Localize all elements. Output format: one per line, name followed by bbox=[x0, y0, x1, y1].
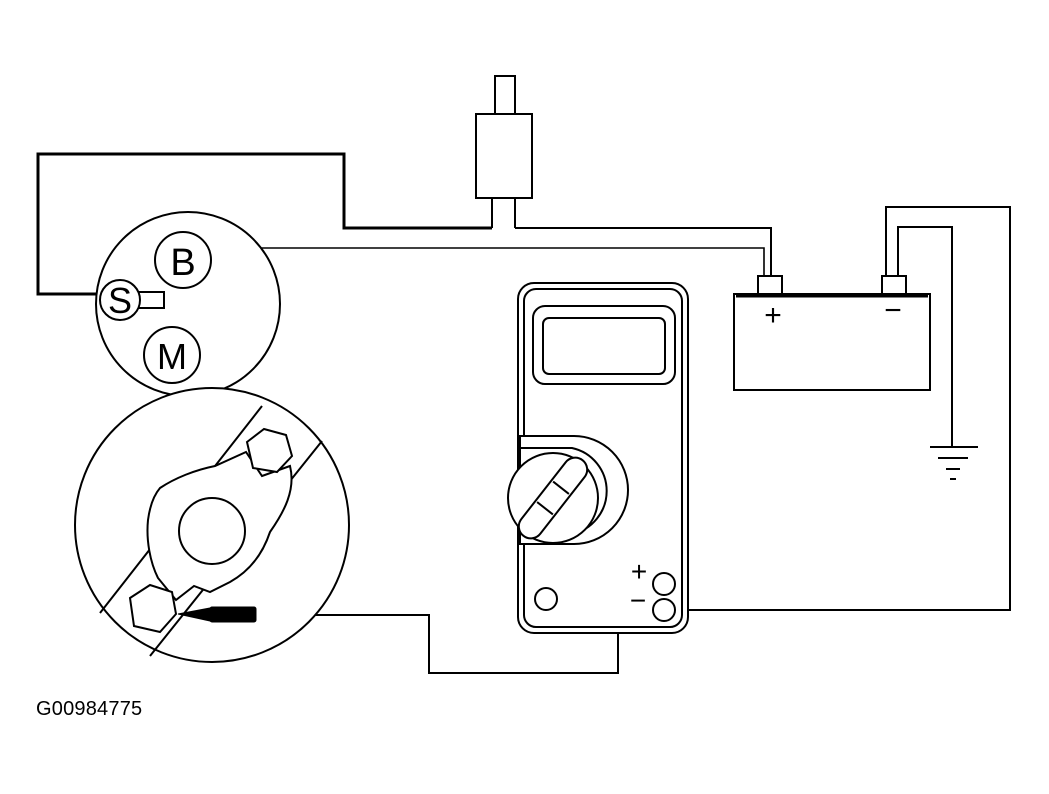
fuse-to-battery-positive-wire bbox=[515, 227, 772, 276]
probe-handle bbox=[209, 606, 257, 623]
figure-id: G00984775 bbox=[36, 698, 143, 720]
s-terminal bbox=[99, 279, 141, 321]
battery-negative-to-meter-wire bbox=[686, 206, 1011, 611]
m-terminal-label: M bbox=[157, 336, 187, 377]
wiring bbox=[36, 152, 1011, 674]
m-terminal bbox=[143, 326, 201, 384]
b-terminal-wire bbox=[212, 247, 765, 276]
b-terminal-label: B bbox=[170, 242, 195, 284]
s-terminal-label: S bbox=[108, 280, 132, 321]
lower-hex-bolt-icon bbox=[128, 583, 178, 634]
fuse-body bbox=[475, 113, 533, 199]
battery-case bbox=[733, 293, 931, 391]
upper-hex-bolt-icon bbox=[245, 427, 294, 474]
fuse-top-cap bbox=[494, 75, 516, 115]
starter-solenoid: B S M bbox=[95, 211, 281, 397]
s-terminal-wire bbox=[36, 152, 492, 296]
ground-icon bbox=[930, 446, 978, 480]
battery-negative-label: − bbox=[884, 294, 902, 327]
starter-flange-view bbox=[74, 387, 350, 663]
b-terminal bbox=[154, 231, 212, 289]
battery-positive-post bbox=[757, 275, 783, 295]
center-bore bbox=[178, 497, 246, 565]
rotary-knob-pointer-icon bbox=[517, 456, 589, 540]
meter-positive-jack bbox=[652, 572, 676, 596]
multimeter: + − bbox=[507, 282, 689, 634]
battery-positive-label: + bbox=[764, 299, 782, 332]
meter-negative-jack bbox=[652, 598, 676, 622]
meter-common-jack bbox=[534, 587, 558, 611]
meter-display bbox=[542, 317, 666, 375]
meter-positive-label: + bbox=[631, 556, 647, 587]
battery-negative-ground-wire bbox=[897, 226, 953, 446]
inline-fuse bbox=[475, 75, 533, 228]
battery: + − bbox=[733, 275, 931, 391]
battery-negative-post bbox=[881, 275, 907, 295]
meter-negative-label: − bbox=[630, 585, 646, 616]
